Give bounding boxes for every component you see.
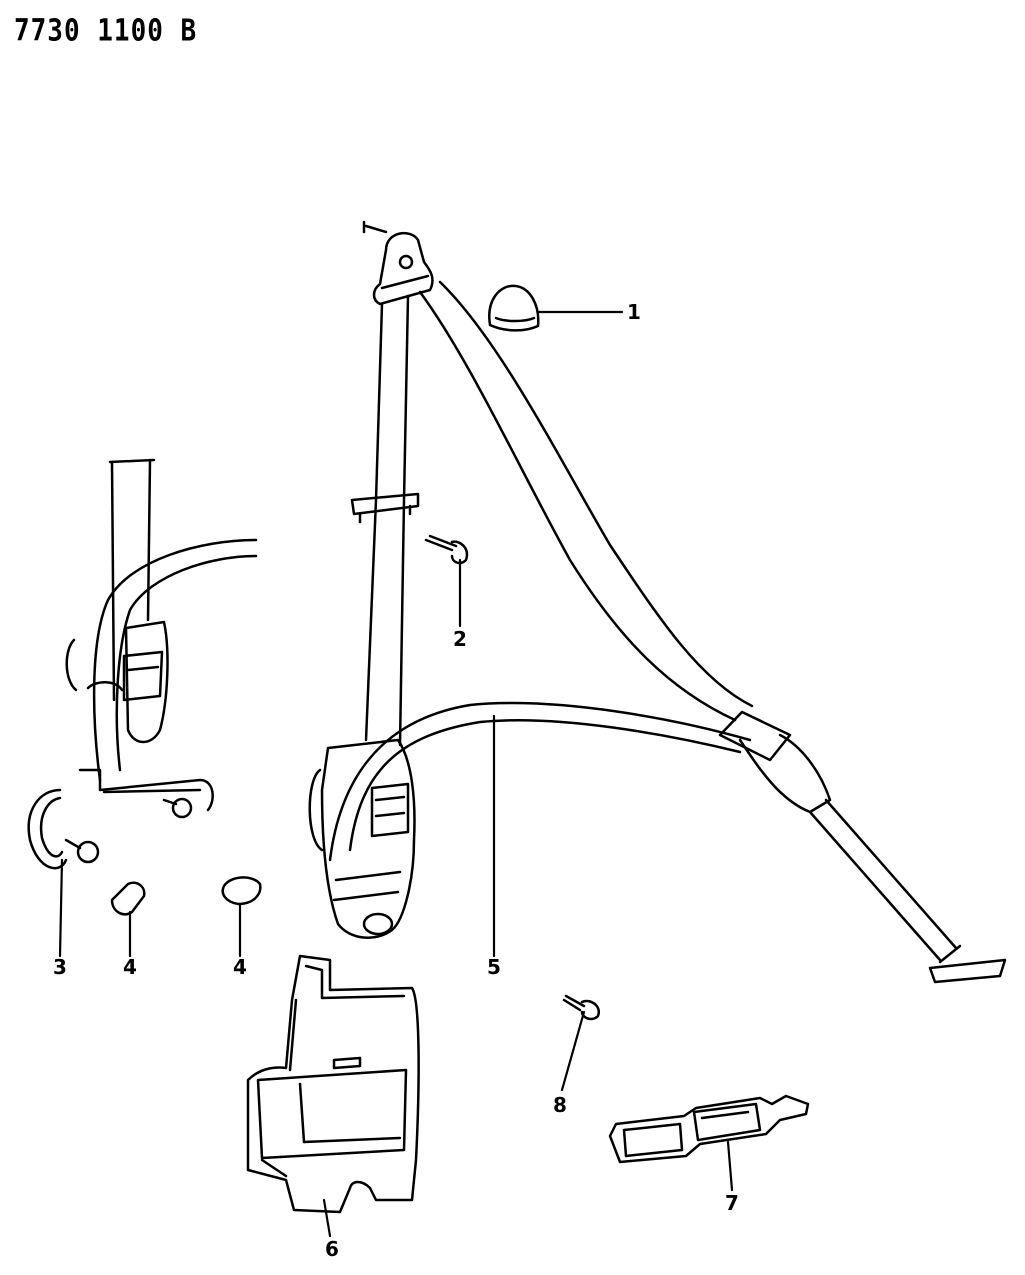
rear-belt-assembly: [27, 458, 258, 870]
callout-1: 1: [627, 300, 641, 324]
part-2-bolt: [424, 534, 469, 565]
part-6-trim-cover: [246, 954, 420, 1214]
callout-6: 6: [325, 1237, 339, 1261]
part-4-cap-right: [221, 876, 262, 906]
callout-3: 3: [53, 955, 67, 979]
callout-4-left: 4: [123, 955, 137, 979]
callout-7: 7: [725, 1191, 739, 1215]
upper-anchor: [362, 220, 434, 306]
part-5-lap-belt: [328, 701, 1007, 984]
document-number: 7730 1100 B: [14, 14, 198, 49]
callout-8: 8: [553, 1093, 567, 1117]
callout-5: 5: [487, 955, 501, 979]
part-4-cap-left: [110, 881, 146, 916]
callout-2: 2: [453, 627, 467, 651]
shoulder-webbing: [418, 280, 754, 722]
part-8-screw: [562, 994, 601, 1021]
callout-4-right: 4: [233, 955, 247, 979]
pillar-webbing: [350, 294, 420, 747]
center-retractor: [308, 738, 416, 939]
leader-lines: [58, 310, 734, 1238]
callout-labels: 1 2 3 4 4 5 6 7 8: [53, 300, 739, 1261]
part-7-buckle: [608, 1094, 810, 1164]
part-1-cap: [488, 284, 540, 332]
